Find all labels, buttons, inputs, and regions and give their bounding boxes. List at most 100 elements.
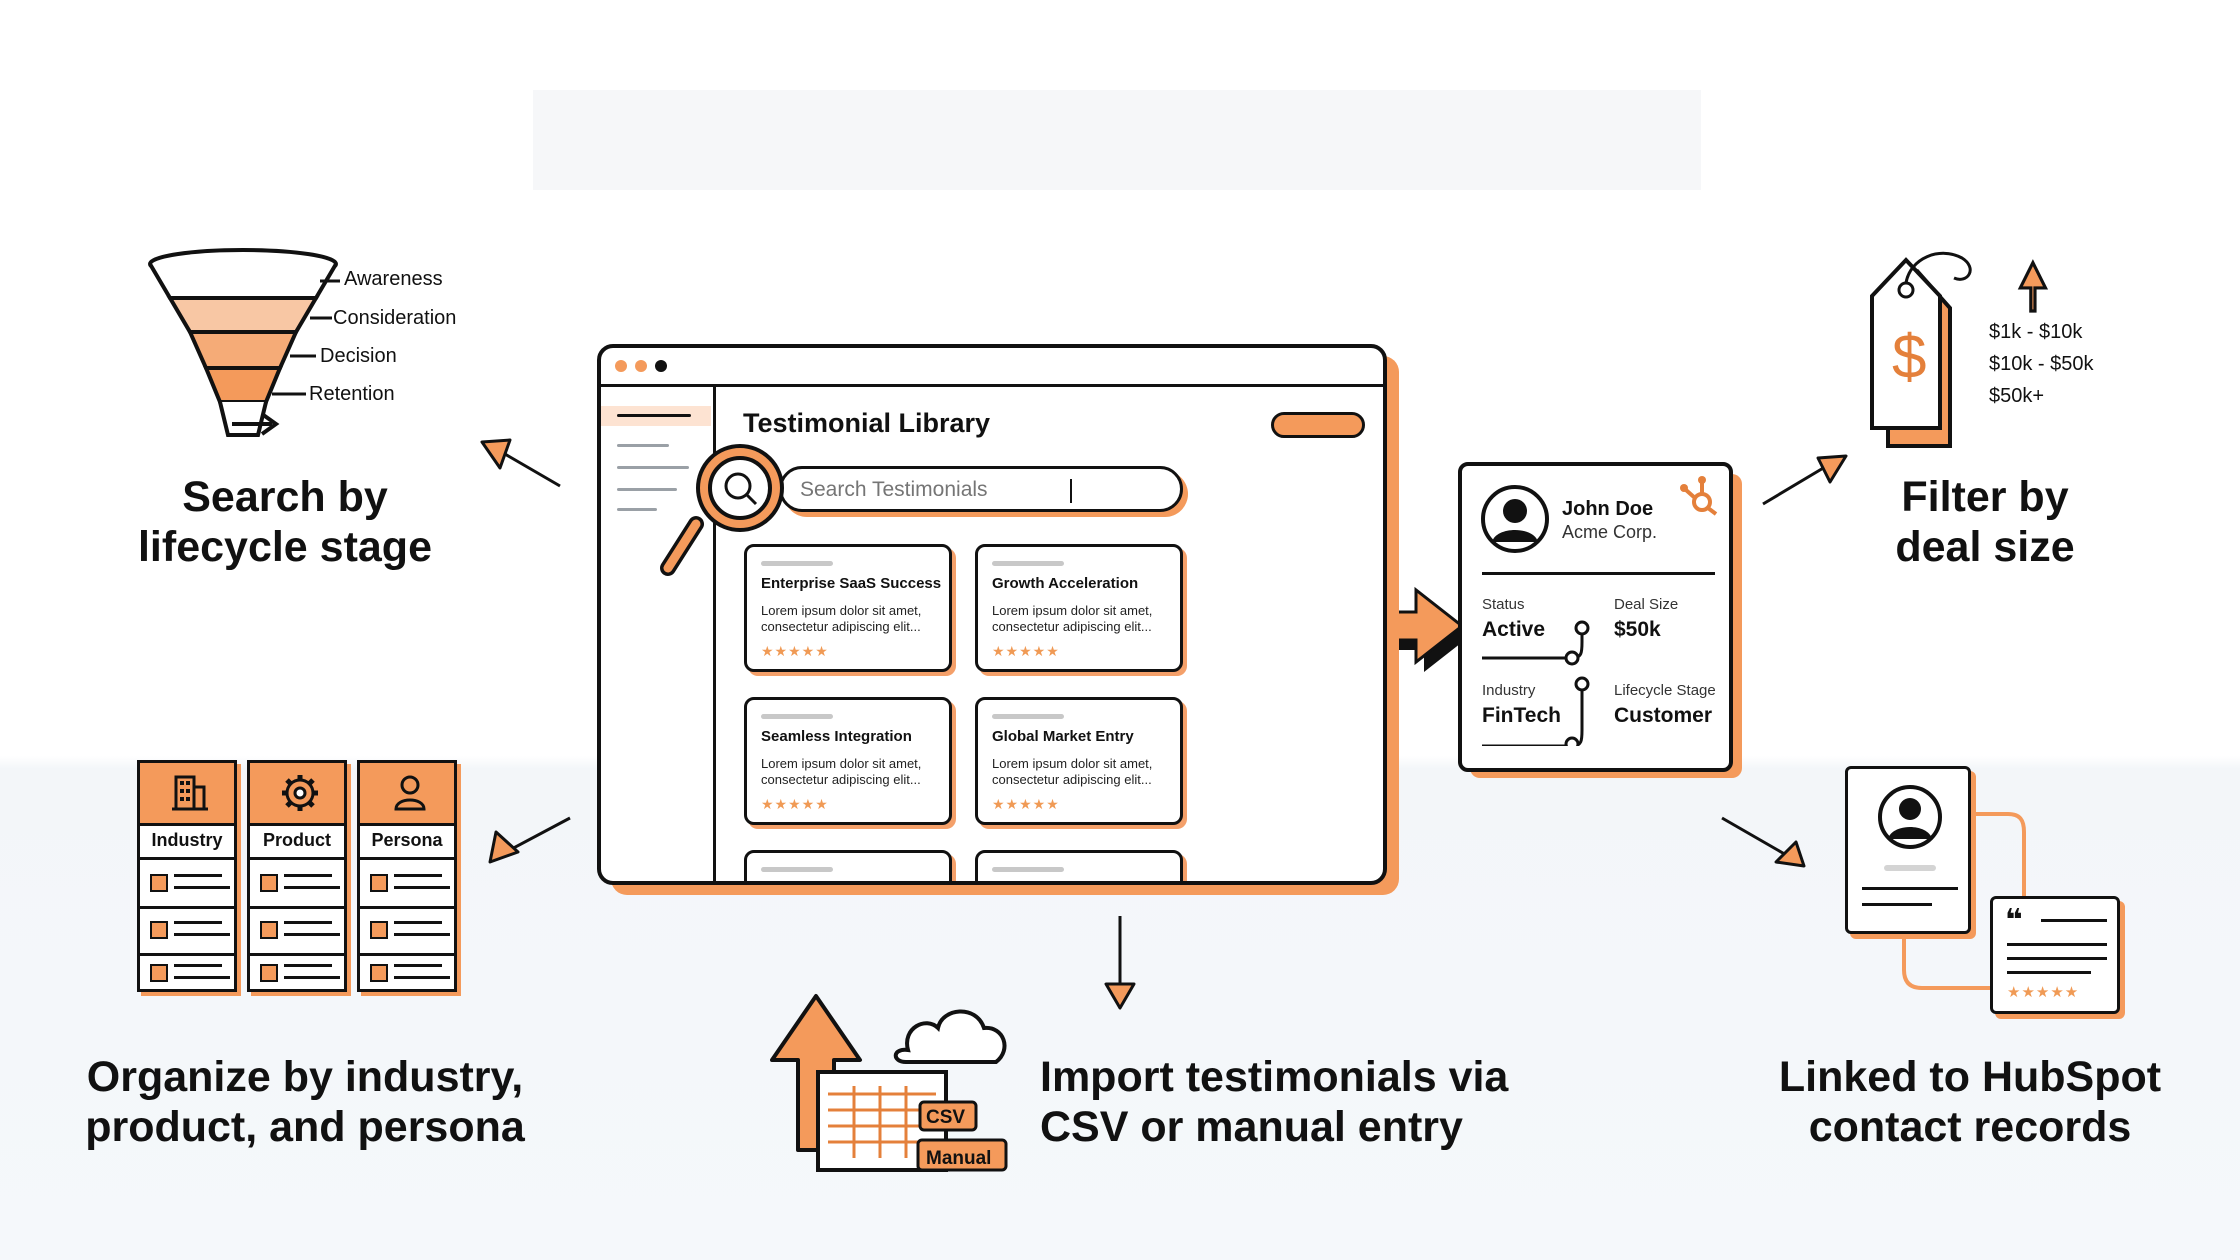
deal-range-label: $10k - $50k [1989, 353, 2094, 375]
star-rating: ★★★★★ [761, 796, 829, 812]
deal-range-label: $1k - $10k [1989, 321, 2083, 343]
contact-company: Acme Corp. [1562, 522, 1658, 542]
testimonial-card[interactable]: Seamless Integration Lorem ipsum dolor s… [744, 697, 952, 825]
search-bar[interactable] [779, 466, 1183, 512]
card-line [2041, 919, 2107, 922]
star-rating: ★★★★★ [992, 643, 1060, 659]
card-line [1862, 887, 1958, 890]
sidebar-item[interactable] [617, 444, 669, 447]
list-item[interactable] [140, 860, 234, 909]
card-title: Growth Acceleration [992, 575, 1139, 592]
window-dot-icon[interactable] [655, 360, 667, 372]
funnel-stage-label: Retention [309, 383, 395, 405]
card-bar [761, 561, 833, 566]
contact-name: John Doe [1562, 498, 1654, 520]
price-tag-icon [1870, 251, 2049, 448]
card-bar [761, 867, 833, 872]
field-value-deal-size: $50k [1614, 618, 1661, 641]
text-caret [1070, 479, 1072, 503]
funnel-icon [148, 248, 340, 437]
divider [1482, 572, 1715, 575]
person-icon [394, 775, 426, 811]
list-item[interactable] [250, 907, 344, 956]
contact-record-card[interactable] [1845, 766, 1971, 934]
window-titlebar [601, 348, 1383, 387]
category-column-industry[interactable]: Industry [137, 760, 237, 992]
avatar-icon [1481, 485, 1549, 553]
category-label: Product [250, 823, 344, 860]
hubspot-logo-icon [1680, 476, 1718, 516]
field-value-industry: FinTech [1482, 704, 1561, 727]
card-bar [992, 561, 1064, 566]
testimonial-card[interactable]: Enterprise SaaS Success Lorem ipsum dolo… [744, 544, 952, 672]
sidebar-item[interactable] [617, 414, 691, 417]
search-input[interactable] [798, 477, 1022, 503]
card-body: Lorem ipsum dolor sit amet, consectetur … [761, 603, 922, 634]
star-rating: ★★★★★ [2007, 984, 2080, 1001]
field-value-status: Active [1482, 618, 1546, 641]
testimonial-card-partial[interactable] [975, 850, 1183, 881]
card-line [2007, 943, 2107, 946]
sidebar-item[interactable] [617, 466, 689, 469]
field-value-lifecycle: Customer [1614, 704, 1713, 727]
magnifier-icon [660, 444, 784, 576]
card-line [2007, 971, 2091, 974]
sidebar [601, 384, 716, 881]
title-band [533, 90, 1701, 190]
category-header [250, 763, 344, 826]
caption-organize: Organize by industry,product, and person… [85, 1053, 525, 1151]
list-item[interactable] [360, 860, 454, 909]
sidebar-item[interactable] [617, 488, 677, 491]
deal-range-label: $50k+ [1989, 385, 2045, 407]
list-item[interactable] [140, 954, 234, 990]
testimonial-card[interactable]: Global Market Entry Lorem ipsum dolor si… [975, 697, 1183, 825]
star-rating: ★★★★★ [992, 796, 1060, 812]
sidebar-item[interactable] [617, 508, 657, 511]
window-dot-icon[interactable] [635, 360, 647, 372]
testimonial-card[interactable]: Growth Acceleration Lorem ipsum dolor si… [975, 544, 1183, 672]
card-line [2007, 957, 2107, 960]
field-label-deal-size: Deal Size [1614, 596, 1679, 613]
testimonial-record-card[interactable]: ❝ ★★★★★ [1990, 896, 2120, 1014]
action-button[interactable] [1271, 412, 1365, 438]
category-label: Persona [360, 823, 454, 860]
list-item[interactable] [360, 907, 454, 956]
list-item[interactable] [250, 954, 344, 990]
list-item[interactable] [140, 907, 234, 956]
manual-tag: Manual [926, 1148, 992, 1169]
card-line [1884, 865, 1936, 871]
category-column-persona[interactable]: Persona [357, 760, 457, 992]
import-icon [770, 994, 1008, 1172]
category-label: Industry [140, 823, 234, 860]
card-body: Lorem ipsum dolor sit amet, consectetur … [992, 603, 1153, 634]
card-title: Global Market Entry [992, 728, 1134, 745]
list-item[interactable] [250, 860, 344, 909]
card-line [1862, 903, 1932, 906]
card-bar [761, 714, 833, 719]
card-bar [992, 714, 1064, 719]
avatar-icon [1878, 785, 1942, 849]
field-label-status: Status [1482, 596, 1525, 613]
field-label-industry: Industry [1482, 682, 1536, 699]
category-column-product[interactable]: Product [247, 760, 347, 992]
list-item[interactable] [360, 954, 454, 990]
page-title: Testimonial Library [743, 408, 991, 438]
card-bar [992, 867, 1064, 872]
testimonial-library-window: Testimonial Library Enterprise SaaS Succ… [597, 344, 1387, 885]
contact-card[interactable]: John Doe Acme Corp. Status Active Deal S… [1458, 462, 1733, 772]
card-title: Enterprise SaaS Success [761, 575, 942, 592]
category-header [360, 763, 454, 826]
card-body: Lorem ipsum dolor sit amet, consectetur … [761, 756, 922, 787]
testimonial-card-partial[interactable] [744, 850, 952, 881]
link-connector-lines [1902, 812, 2026, 990]
card-title: Seamless Integration [761, 728, 912, 745]
funnel-stage-label: Decision [320, 345, 397, 367]
gear-icon [282, 775, 318, 811]
quote-icon: ❝ [2005, 904, 2023, 937]
window-dot-icon[interactable] [615, 360, 627, 372]
